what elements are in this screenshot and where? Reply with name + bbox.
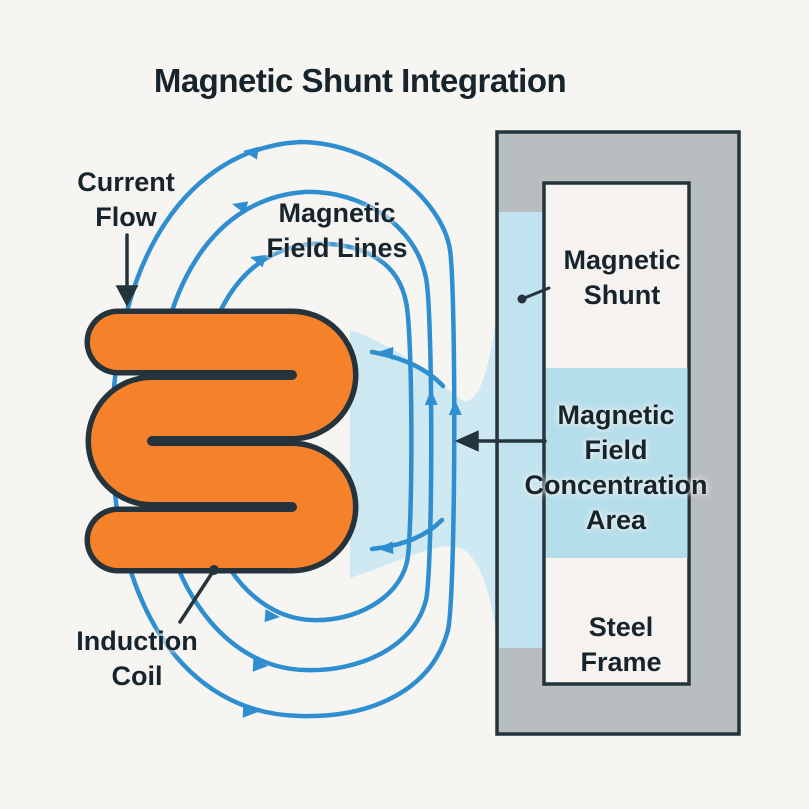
field-arrow-icon [378,541,394,555]
shunt-leader [517,286,551,304]
field-arrow-icon [424,390,438,406]
field-line-connector-top [369,349,446,389]
down-arrowhead-icon [115,285,139,307]
magnetic-field-lines-label: Magnetic Field Lines [266,198,408,264]
field-direction-arrows [232,146,462,718]
field-arrow-icon [252,658,268,672]
magnetic-shunt-strip [499,212,545,648]
concentration-area-label: Magnetic Field Concentration Area [524,400,708,536]
field-arrow-icon [250,254,267,268]
steel-frame-label: Steel Frame [580,612,662,678]
concentration-pointer-arrow [454,430,547,452]
field-arrow-icon [378,346,394,360]
diagram-title: Magnetic Shunt Integration [153,62,567,99]
field-arrow-icon [243,146,259,160]
coil-outline [84,308,359,574]
induction-coil-label: Induction Coil [76,626,198,692]
coil-body [90,314,353,568]
field-arrow-icon [448,400,462,416]
current-flow-label: Current Flow [77,167,175,233]
left-arrowhead-icon [454,430,479,452]
field-arrow-icon [232,201,249,214]
field-arrow-icon [242,704,258,718]
current-flow-arrow [115,233,139,307]
steel-frame-graphic [495,130,741,736]
induction-coil-graphic [84,308,359,574]
field-arrow-icon [264,609,280,623]
magnetic-shunt-label: Magnetic Shunt [563,245,681,311]
flux-funnel-shape [350,300,498,645]
concentration-band [546,368,688,558]
annotation-pointers [115,233,551,624]
induction-coil-leader [178,565,219,624]
